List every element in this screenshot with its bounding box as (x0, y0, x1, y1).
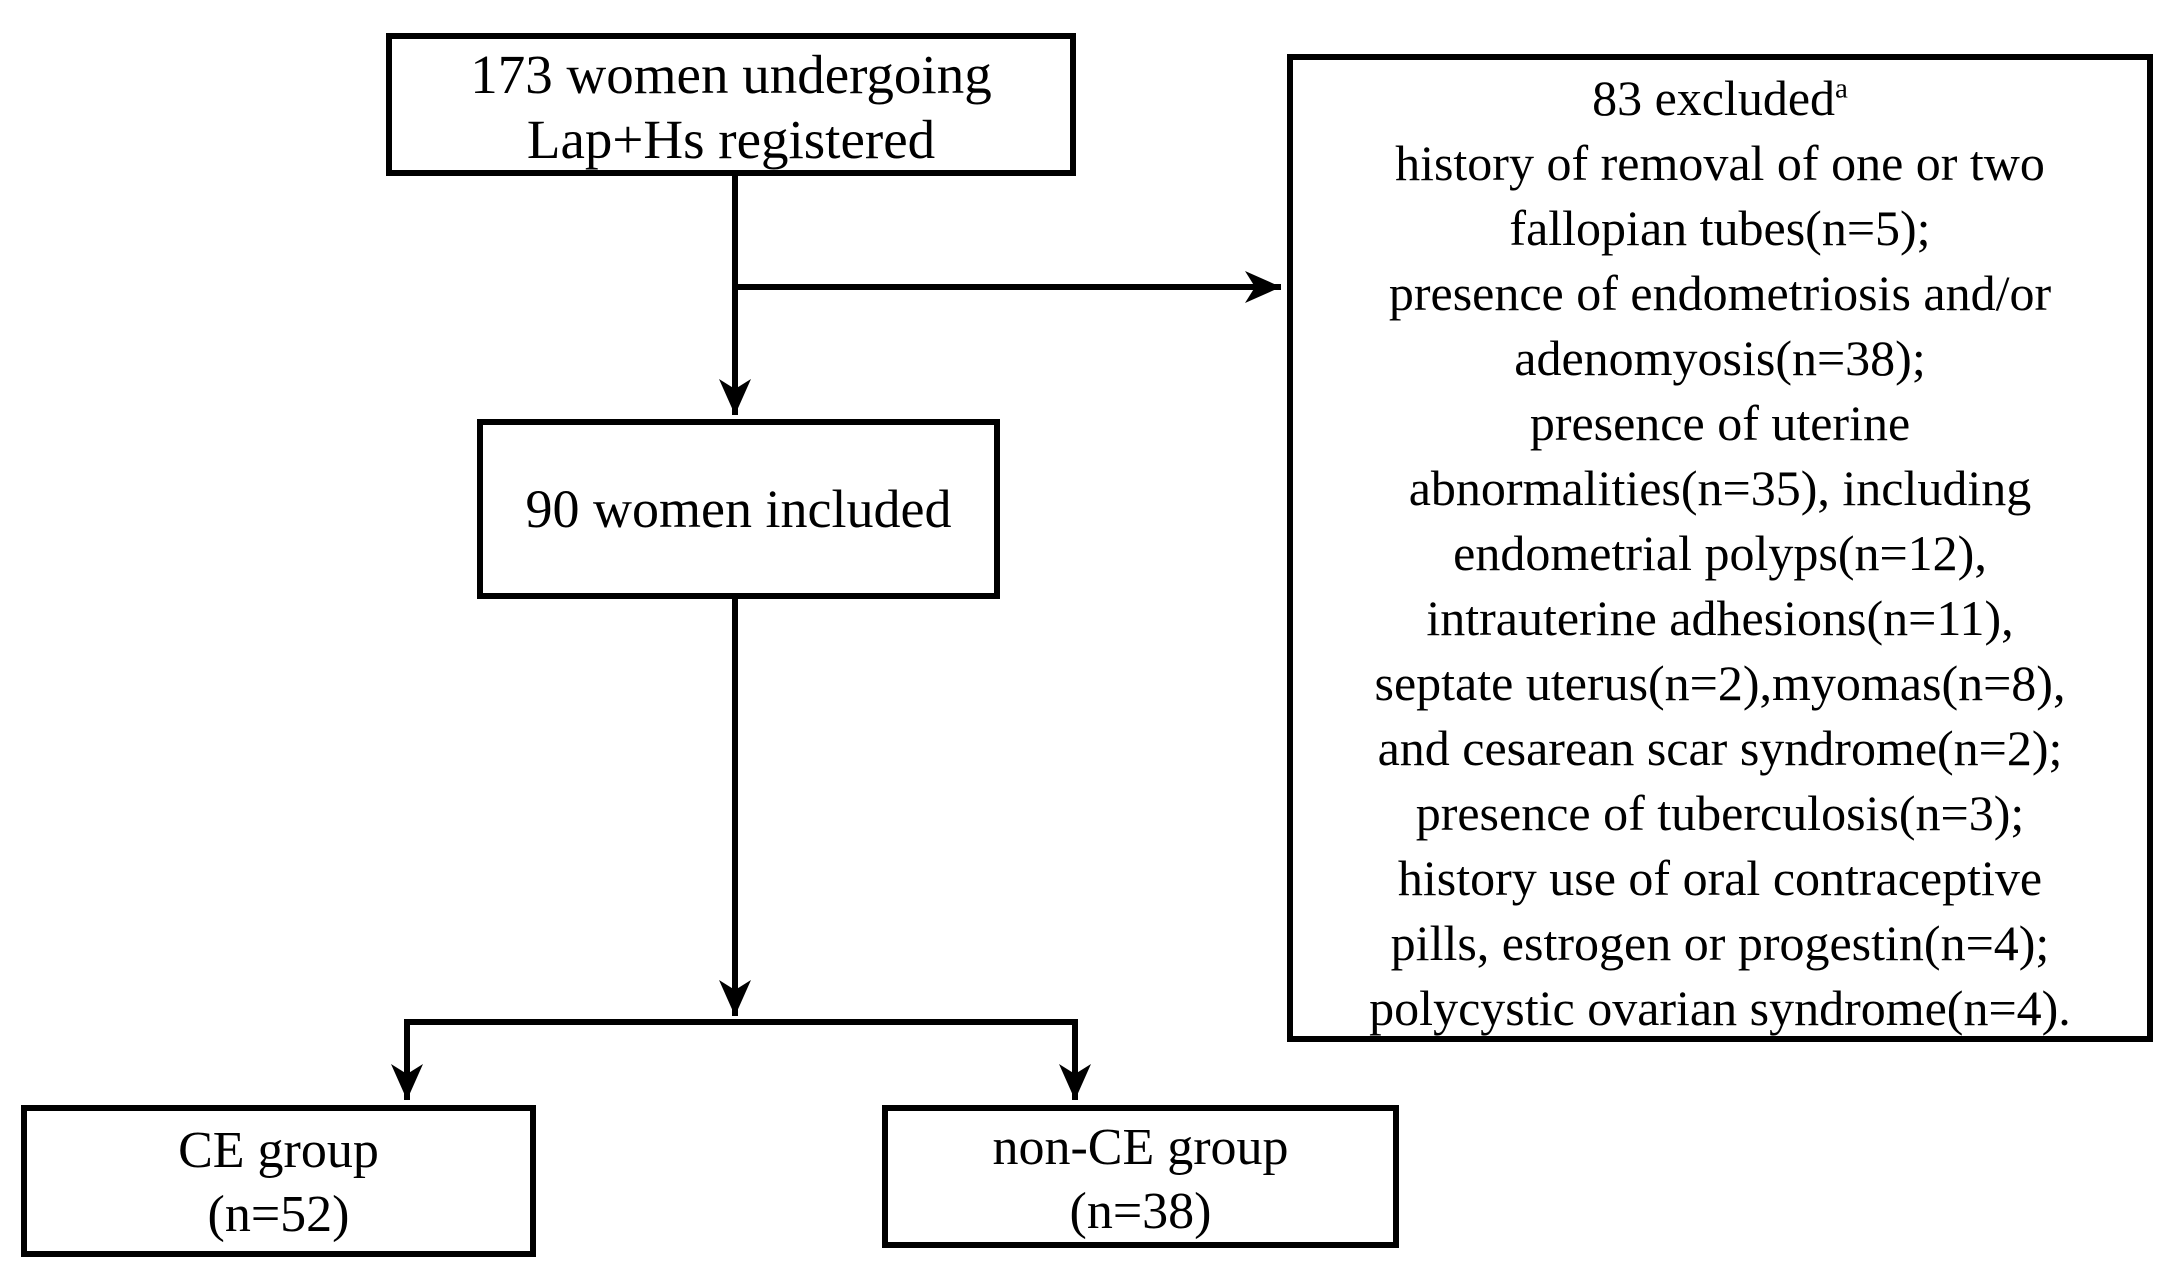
excluded-reason-line: intrauterine adhesions(n=11), (1426, 590, 2014, 646)
non-ce-group-box: non-CE group (n=38) (882, 1105, 1399, 1248)
excluded-box: 83 excludeda history of removal of one o… (1287, 54, 2153, 1042)
excluded-reason-line: abnormalities(n=35), including (1408, 460, 2032, 516)
registered-box-line: Lap+Hs registered (526, 109, 936, 170)
registered-box-line: 173 women undergoing (470, 44, 992, 105)
excluded-reason-line: presence of uterine (1529, 395, 1911, 451)
excluded-reason-line: and cesarean scar syndrome(n=2); (1377, 720, 2063, 776)
excluded-reason-line: adenomyosis(n=38); (1514, 330, 1926, 386)
excluded-reason-line: pills, estrogen or progestin(n=4); (1390, 915, 2050, 971)
excluded-reason-line: fallopian tubes(n=5); (1509, 200, 1931, 256)
excluded-footnote-marker: a (1835, 72, 1848, 105)
excluded-reason-line: endometrial polyps(n=12), (1453, 525, 1987, 581)
non-ce-group-count: (n=38) (1069, 1183, 1212, 1240)
non-ce-group-label: non-CE group (992, 1119, 1289, 1176)
excluded-count-text: 83 excluded (1592, 70, 1836, 126)
excluded-box-heading: 83 excludeda (1293, 66, 2147, 131)
ce-group-box: CE group (n=52) (21, 1105, 536, 1257)
excluded-reason-line: presence of endometriosis and/or (1388, 265, 2052, 321)
excluded-reason-line: septate uterus(n=2),myomas(n=8), (1374, 655, 2066, 711)
ce-group-count: (n=52) (207, 1186, 350, 1243)
included-box-label: 90 women included (525, 479, 952, 539)
ce-group-label: CE group (178, 1122, 379, 1179)
included-box: 90 women included (477, 419, 1000, 599)
excluded-reason-line: polycystic ovarian syndrome(n=4). (1369, 980, 2071, 1036)
excluded-reason-line: history use of oral contraceptive (1397, 850, 2043, 906)
registered-box: 173 women undergoing Lap+Hs registered (386, 33, 1076, 176)
excluded-reason-line: history of removal of one or two (1395, 135, 2045, 191)
excluded-reason-line: presence of tuberculosis(n=3); (1415, 785, 2025, 841)
